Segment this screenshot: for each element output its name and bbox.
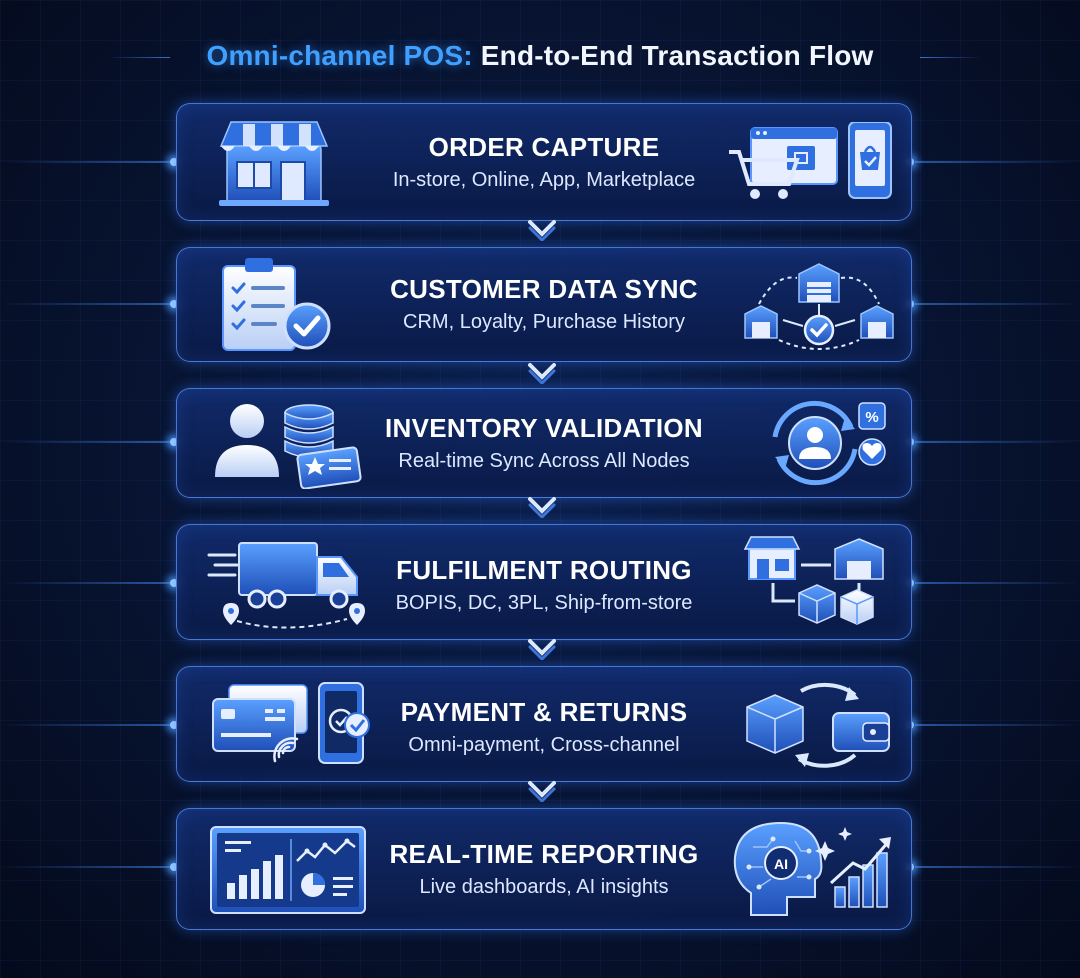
shopping-cart-icon <box>729 122 892 199</box>
connector-line-left-5 <box>0 724 170 726</box>
connector-line-left-2 <box>0 303 170 305</box>
step-title: REAL-TIME REPORTING <box>389 839 699 869</box>
svg-text:%: % <box>865 409 878 426</box>
page-title: Omni-channel POS: End-to-End Transaction… <box>0 40 1080 72</box>
step-title: FULFILMENT ROUTING <box>396 555 692 585</box>
step-title: INVENTORY VALIDATION <box>384 413 704 443</box>
connector-dot-left-3 <box>170 438 178 446</box>
step-text: FULFILMENT ROUTING BOPIS, DC, 3PL, Ship-… <box>327 555 761 615</box>
title-rule-left <box>108 57 170 58</box>
step-card-real-time-reporting: REAL-TIME REPORTING Live dashboards, AI … <box>176 808 912 930</box>
connector-line-left-6 <box>0 866 170 868</box>
connector-dot-left-2 <box>170 300 178 308</box>
connector-line-left-3 <box>0 441 170 443</box>
title-accent: Omni-channel POS: <box>206 40 473 71</box>
flow-arrow-5 <box>528 781 556 802</box>
storefront-icon <box>219 121 329 206</box>
step-subtitle: Omni-payment, Cross-channel <box>408 734 680 756</box>
flow-arrow-4 <box>528 639 556 660</box>
connector-dot-left-5 <box>170 721 178 729</box>
step-card-inventory-validation: INVENTORY VALIDATION Real-time Sync Acro… <box>176 388 912 498</box>
connector-line-right-1 <box>915 161 1080 163</box>
step-card-fulfilment-routing: FULFILMENT ROUTING BOPIS, DC, 3PL, Ship-… <box>176 524 912 640</box>
payment-card-icon <box>212 682 370 764</box>
delivery-truck-icon <box>207 542 365 629</box>
connector-dot-left-6 <box>170 863 178 871</box>
step-title: ORDER CAPTURE <box>428 132 660 162</box>
customer-database-icon <box>215 404 362 489</box>
connector-line-right-5 <box>915 724 1080 726</box>
connector-line-left-4 <box>0 582 170 584</box>
store-warehouse-routing-icon <box>743 536 884 625</box>
returns-exchange-icon <box>746 682 890 768</box>
step-subtitle: BOPIS, DC, 3PL, Ship-from-store <box>395 592 693 614</box>
svg-text:AI: AI <box>774 856 788 872</box>
warehouse-network-icon <box>744 263 894 350</box>
step-text: REAL-TIME REPORTING Live dashboards, AI … <box>327 839 761 899</box>
loyalty-sync-icon: % <box>772 400 886 486</box>
title-main: End-to-End Transaction Flow <box>480 40 874 71</box>
flow-arrow-3 <box>528 497 556 518</box>
step-title: CUSTOMER DATA SYNC <box>390 274 698 304</box>
connector-dot-left-1 <box>170 158 178 166</box>
step-subtitle: Live dashboards, AI insights <box>419 876 669 898</box>
step-title: PAYMENT & RETURNS <box>400 697 688 727</box>
dashboard-icon <box>210 826 366 914</box>
step-text: INVENTORY VALIDATION Real-time Sync Acro… <box>327 413 761 473</box>
step-card-order-capture: ORDER CAPTURE In-store, Online, App, Mar… <box>176 103 912 221</box>
flow-arrow-1 <box>528 220 556 241</box>
step-card-customer-data-sync: CUSTOMER DATA SYNC CRM, Loyalty, Purchas… <box>176 247 912 362</box>
ai-insights-icon: AI <box>733 821 891 916</box>
flow-arrow-2 <box>528 363 556 384</box>
step-subtitle: In-store, Online, App, Marketplace <box>392 169 696 191</box>
step-text: ORDER CAPTURE In-store, Online, App, Mar… <box>327 132 761 192</box>
connector-line-right-4 <box>915 582 1080 584</box>
connector-dot-left-4 <box>170 579 178 587</box>
connector-line-right-3 <box>915 441 1080 443</box>
title-rule-right <box>920 57 982 58</box>
step-text: CUSTOMER DATA SYNC CRM, Loyalty, Purchas… <box>327 274 761 334</box>
checklist-clipboard-icon <box>222 258 331 351</box>
step-text: PAYMENT & RETURNS Omni-payment, Cross-ch… <box>327 697 761 757</box>
connector-line-right-6 <box>915 866 1080 868</box>
connector-line-left-1 <box>0 161 170 163</box>
connector-line-right-2 <box>915 303 1080 305</box>
step-subtitle: CRM, Loyalty, Purchase History <box>403 311 685 333</box>
step-card-payment-returns: PAYMENT & RETURNS Omni-payment, Cross-ch… <box>176 666 912 782</box>
step-subtitle: Real-time Sync Across All Nodes <box>398 450 690 472</box>
